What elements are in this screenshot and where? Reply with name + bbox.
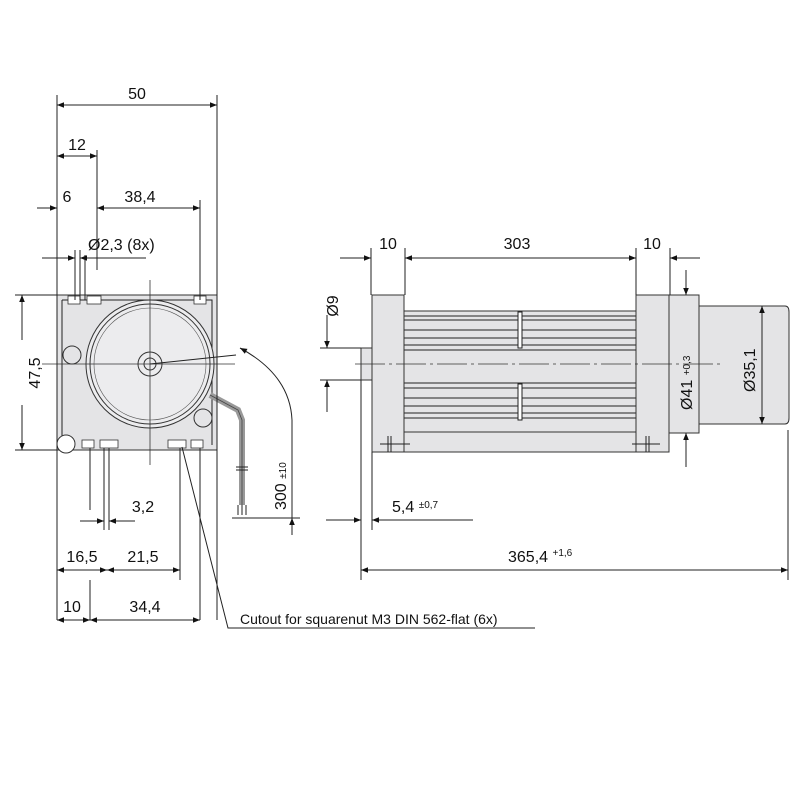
mount-hole xyxy=(56,434,76,454)
dim-38-4: 38,4 xyxy=(124,189,155,206)
dim-overall-length: 365,4 +1,6 xyxy=(508,548,573,566)
motor xyxy=(698,305,790,425)
dim-6: 6 xyxy=(63,189,72,206)
mount-hole xyxy=(193,408,213,428)
dim-47-5: 47,5 xyxy=(27,357,44,388)
front-view xyxy=(42,280,248,515)
side-dimensions: 10 303 10 Ø9 Ø41 +0,3 Ø35,1 5,4 ±0,7 365… xyxy=(320,236,789,580)
dim-flange-diameter: Ø41 +0,3 xyxy=(679,355,696,410)
dim-flange-right: 10 xyxy=(643,236,661,253)
flange-left xyxy=(371,294,405,453)
dim-hole-diameter: Ø2,3 (8x) xyxy=(88,237,155,254)
dim-shaft-diameter: Ø9 xyxy=(325,295,342,316)
front-dimensions: 50 12 6 38,4 Ø2,3 (8x) 47,5 3,2 16,5 21,… xyxy=(15,86,535,629)
flange-right xyxy=(635,294,670,453)
dim-34-4: 34,4 xyxy=(129,599,160,616)
dim-flange-left: 10 xyxy=(379,236,397,253)
dim-3-2: 3,2 xyxy=(132,499,154,516)
dim-10-bottom: 10 xyxy=(63,599,81,616)
dim-50: 50 xyxy=(128,86,146,103)
dim-motor-diameter: Ø35,1 xyxy=(742,348,759,392)
dim-21-5: 21,5 xyxy=(127,549,158,566)
dim-16-5: 16,5 xyxy=(66,549,97,566)
dim-303: 303 xyxy=(504,236,531,253)
dim-cable-length: 300 ±10 xyxy=(273,462,290,510)
side-view xyxy=(355,294,790,453)
dim-12: 12 xyxy=(68,137,86,154)
dim-shaft-length: 5,4 ±0,7 xyxy=(392,499,439,516)
cutout-note: Cutout for squarenut M3 DIN 562-flat (6x… xyxy=(240,611,498,627)
